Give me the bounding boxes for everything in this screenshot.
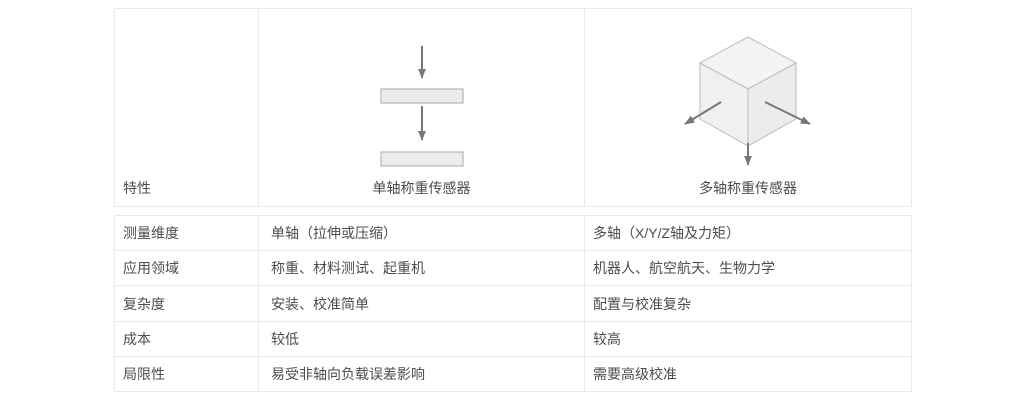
load-cell-comparison-table: 特性 单轴称重传感器 [114, 8, 912, 392]
table-row: 复杂度 安装、校准简单 配置与校准复杂 [115, 285, 911, 321]
multi-axis-value: 较高 [593, 330, 621, 347]
multi-axis-value: 机器人、航空航天、生物力学 [593, 260, 775, 277]
multi-axis-value: 需要高级校准 [593, 365, 677, 382]
table-row: 成本 较低 较高 [115, 320, 911, 356]
multi-axis-value: 多轴（X/Y/Z轴及力矩） [593, 225, 741, 242]
single-axis-value: 称重、材料测试、起重机 [259, 251, 585, 286]
header-cell-feature: 特性 [115, 9, 259, 206]
single-axis-value: 安装、校准简单 [259, 286, 585, 321]
table-row: 测量维度 单轴（拉伸或压缩） 多轴（X/Y/Z轴及力矩） [115, 216, 911, 251]
single-axis-column-title: 单轴称重传感器 [372, 180, 471, 196]
table-row: 应用领域 称重、材料测试、起重机 机器人、航空航天、生物力学 [115, 250, 911, 286]
row-label: 成本 [115, 321, 259, 356]
row-label: 应用领域 [115, 251, 259, 286]
table-row: 局限性 易受非轴向负载误差影响 需要高级校准 [115, 355, 911, 392]
row-label: 局限性 [115, 356, 259, 392]
multi-axis-cube-icon [585, 9, 911, 178]
multi-axis-column-title: 多轴称重传感器 [699, 180, 797, 196]
single-axis-value: 较低 [259, 321, 585, 356]
feature-column-title: 特性 [123, 180, 151, 196]
table-header: 特性 单轴称重传感器 [114, 8, 912, 207]
single-axis-value: 单轴（拉伸或压缩） [259, 216, 585, 251]
table-body: 测量维度 单轴（拉伸或压缩） 多轴（X/Y/Z轴及力矩） 应用领域 称重、材料测… [114, 215, 912, 392]
header-cell-multi-axis: 多轴称重传感器 [585, 9, 911, 206]
row-label: 测量维度 [115, 216, 259, 251]
single-axis-load-icon [259, 9, 584, 178]
single-axis-value: 易受非轴向负载误差影响 [259, 356, 585, 392]
row-label: 复杂度 [115, 286, 259, 321]
multi-axis-value: 配置与校准复杂 [593, 295, 691, 312]
header-cell-single-axis: 单轴称重传感器 [259, 9, 585, 206]
